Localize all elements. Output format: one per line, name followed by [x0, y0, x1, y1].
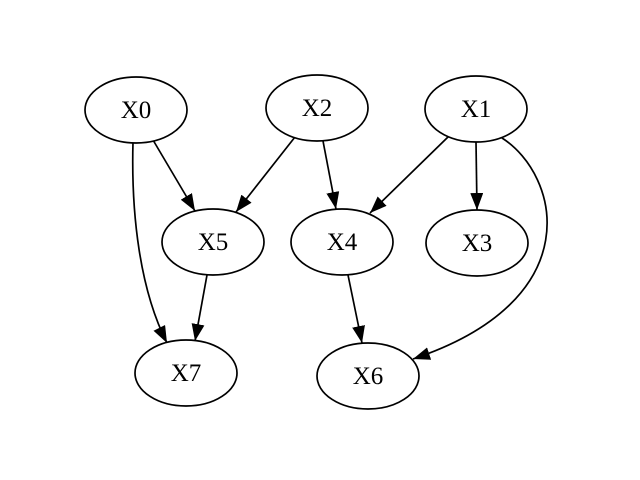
- node-x5-label: X5: [198, 229, 229, 256]
- node-x2-label: X2: [302, 95, 333, 122]
- node-x3-label: X3: [462, 230, 493, 257]
- node-layer: X0 X2 X1 X5 X4 X3 X7 X6: [84, 74, 529, 410]
- node-x0-label: X0: [121, 97, 152, 124]
- node-x1-label: X1: [461, 96, 492, 123]
- node-x7-label: X7: [171, 360, 202, 387]
- edge-x0-x7: [131, 141, 168, 344]
- node-x6-label: X6: [353, 363, 384, 390]
- edge-x1-x4: [369, 136, 449, 214]
- edge-layer: [131, 136, 548, 360]
- node-x1-ellipse: [424, 75, 528, 143]
- node-x1: X1: [424, 75, 528, 143]
- node-x4: X4: [290, 208, 394, 276]
- node-x5-ellipse: [161, 208, 265, 276]
- node-x6: X6: [316, 342, 420, 410]
- node-x2: X2: [265, 74, 369, 142]
- node-x4-label: X4: [327, 229, 358, 256]
- node-x3-ellipse: [425, 209, 529, 277]
- node-x0-ellipse: [84, 76, 188, 144]
- edge-x2-x4: [322, 140, 340, 210]
- edge-x5-x7: [191, 274, 208, 342]
- node-x7-ellipse: [134, 339, 238, 407]
- edge-x1-x6: [412, 137, 548, 360]
- edge-x2-x5: [235, 136, 296, 213]
- node-x7: X7: [134, 339, 238, 407]
- edge-x4-x6: [347, 274, 365, 344]
- node-x3: X3: [425, 209, 529, 277]
- node-x4-ellipse: [290, 208, 394, 276]
- node-x2-ellipse: [265, 74, 369, 142]
- edge-x1-x3: [470, 141, 484, 211]
- node-x0: X0: [84, 76, 188, 144]
- node-x6-ellipse: [316, 342, 420, 410]
- node-x5: X5: [161, 208, 265, 276]
- edge-x0-x5: [152, 139, 196, 212]
